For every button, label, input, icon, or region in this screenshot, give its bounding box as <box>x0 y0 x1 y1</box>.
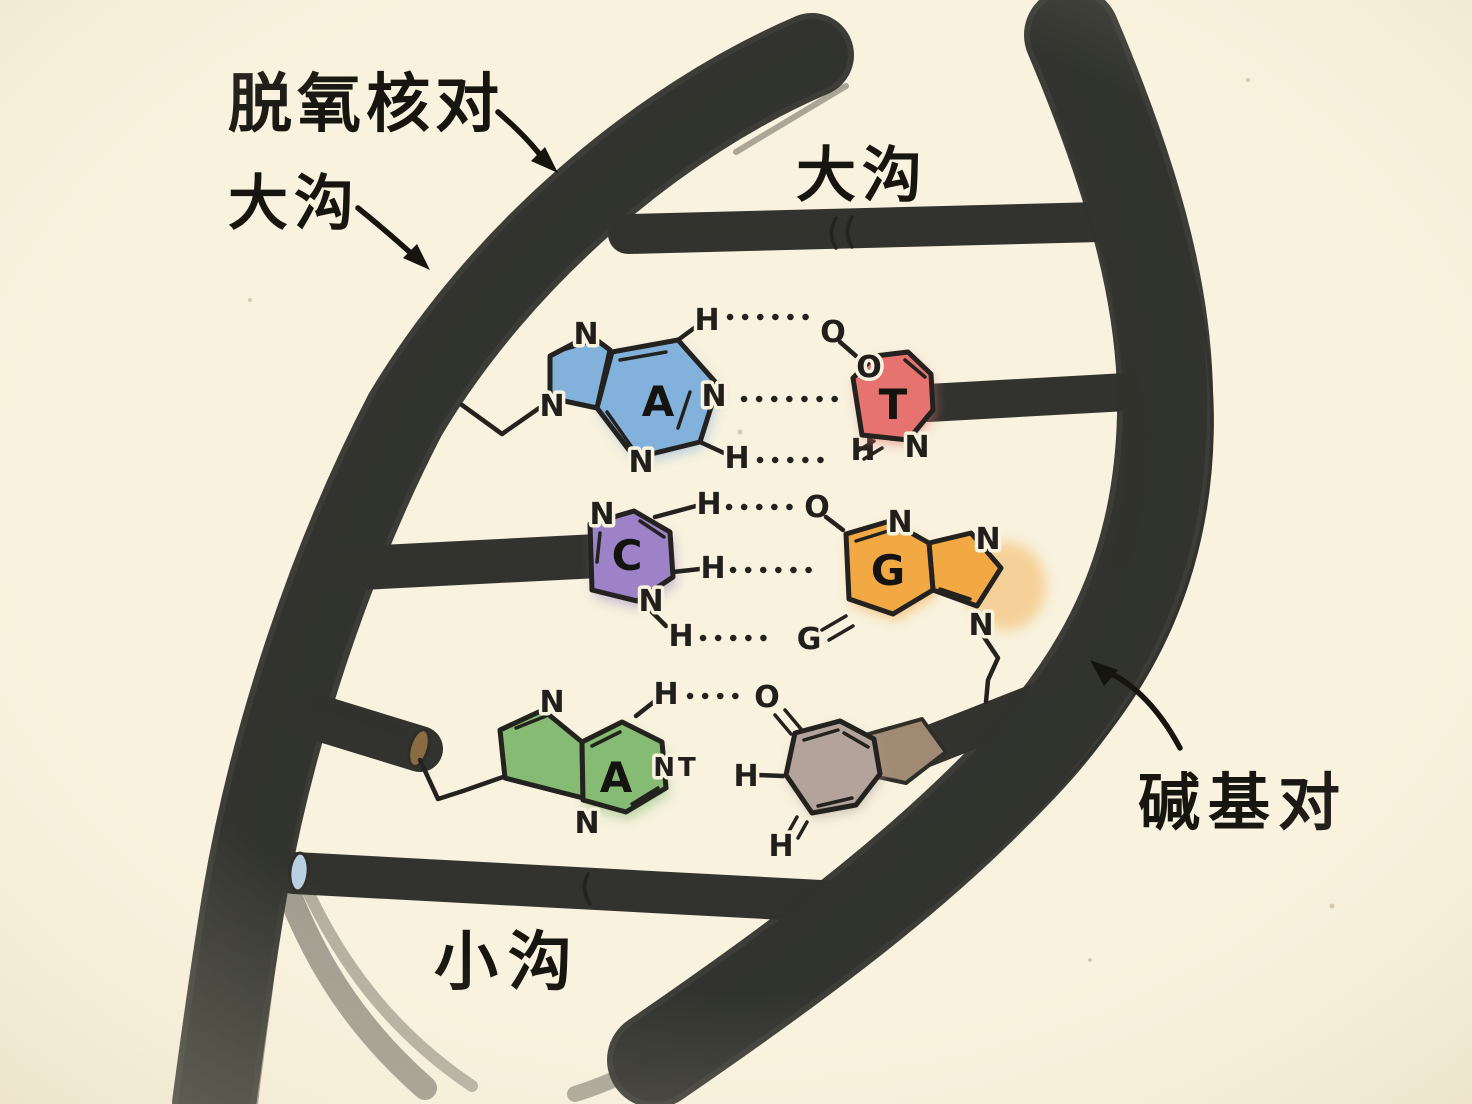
paper-specks <box>248 78 1335 962</box>
